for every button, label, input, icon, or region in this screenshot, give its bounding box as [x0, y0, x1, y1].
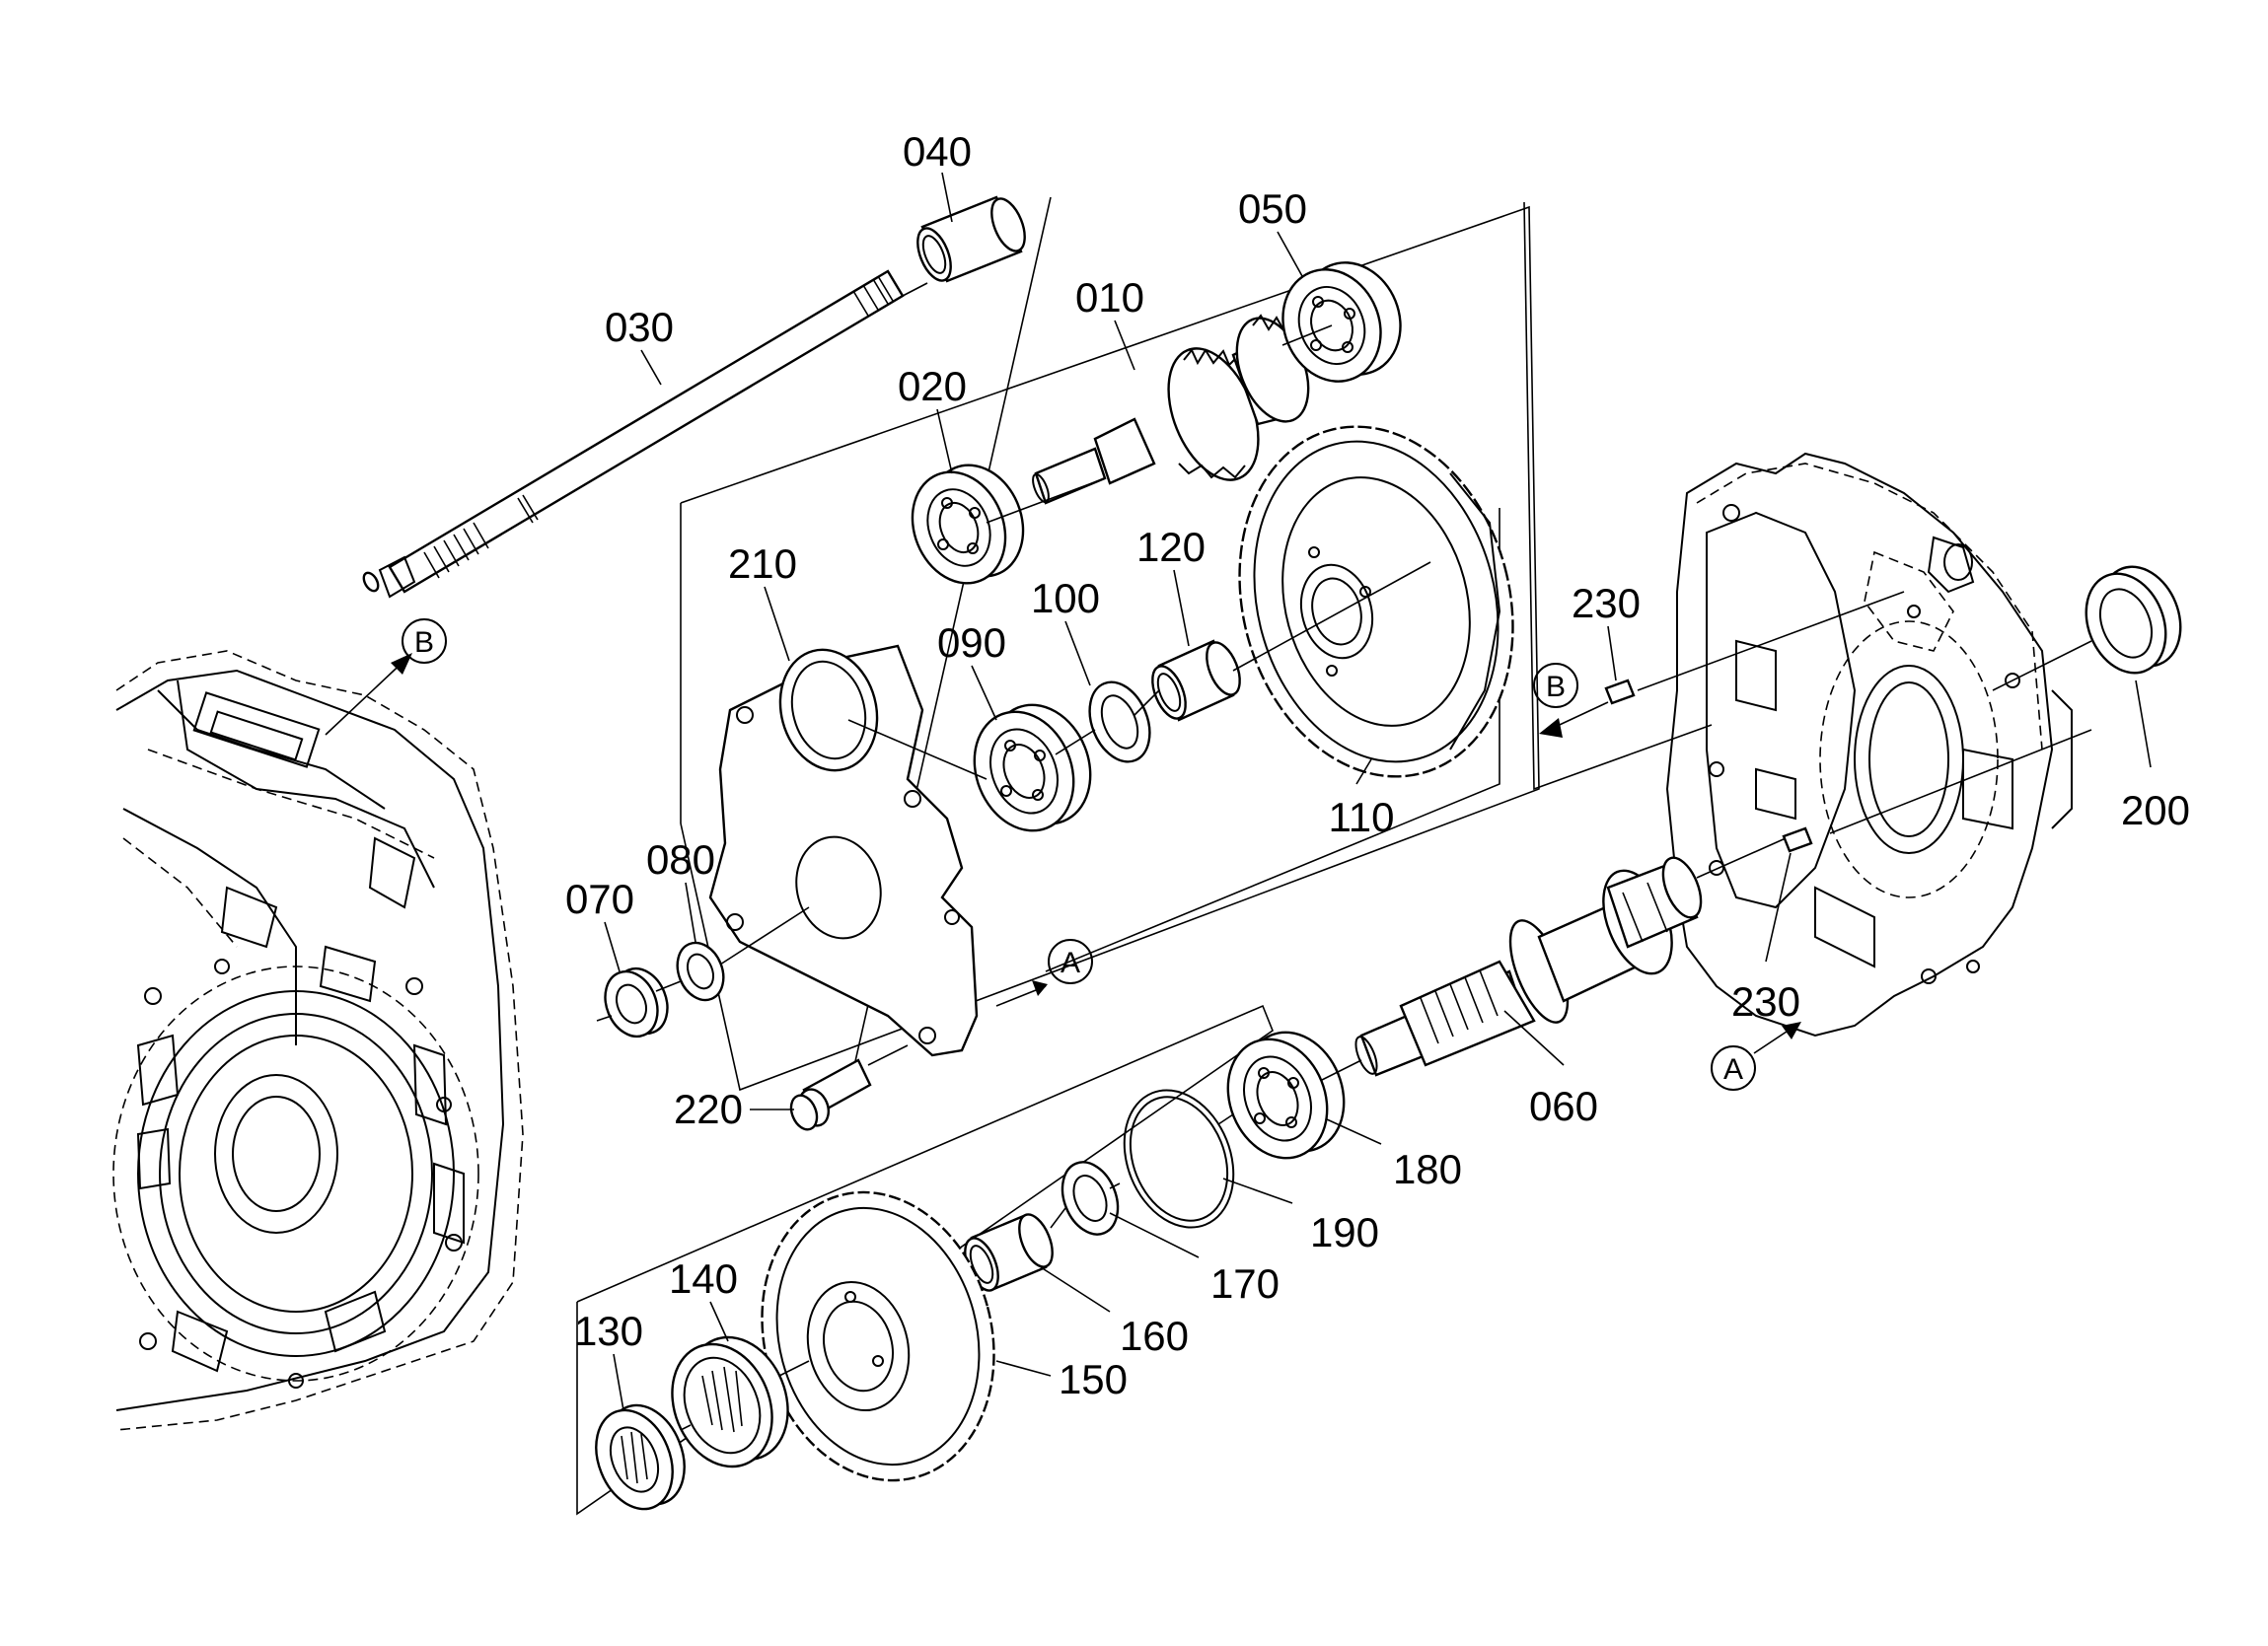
washer-080	[676, 941, 725, 1002]
gear-110	[1238, 425, 1514, 778]
part-label-150: 150	[1059, 1356, 1128, 1402]
label-090: 090	[937, 619, 1006, 721]
bearing-140	[671, 1335, 789, 1468]
label-080: 080	[646, 836, 715, 943]
right-gear-housing	[1665, 452, 2073, 1038]
part-label-210: 210	[728, 540, 797, 587]
bearing-020	[911, 464, 1025, 585]
marker-a-flange-text: A	[1061, 947, 1080, 979]
marker-a-housing-text: A	[1723, 1053, 1743, 1086]
seal-200	[2085, 565, 2182, 675]
part-label-030: 030	[605, 304, 674, 350]
sleeve-120	[1151, 639, 1241, 722]
group-outline-housing	[1523, 201, 1713, 791]
label-180: 180	[1326, 1118, 1462, 1192]
label-110: 110	[1329, 758, 1395, 840]
bearing-090	[973, 703, 1092, 832]
label-190: 190	[1222, 1178, 1379, 1255]
sleeve-040	[916, 195, 1026, 283]
bolt-220	[789, 1058, 872, 1131]
snap-ring-190	[1123, 1089, 1235, 1229]
marker-a-flange: A	[995, 939, 1093, 1007]
part-label-230-lower: 230	[1731, 978, 1800, 1025]
part-label-160: 160	[1120, 1313, 1189, 1359]
label-210: 210	[728, 540, 797, 662]
part-label-230-upper: 230	[1572, 580, 1641, 626]
part-label-050: 050	[1238, 185, 1307, 232]
washer-170	[1061, 1161, 1120, 1236]
sleeve-160	[964, 1213, 1054, 1292]
washer-100	[1088, 680, 1151, 763]
label-170: 170	[1109, 1212, 1280, 1307]
label-140: 140	[669, 1255, 738, 1342]
part-label-200: 200	[2121, 787, 2190, 833]
group-outline-upper	[680, 205, 1540, 1092]
label-030: 030	[605, 304, 674, 386]
axis-lines	[596, 282, 2092, 1431]
part-label-010: 010	[1075, 274, 1144, 321]
part-label-110: 110	[1329, 794, 1395, 840]
marker-b-left-text: B	[414, 626, 434, 659]
label-220: 220	[674, 1086, 794, 1132]
marker-b-left-case: B	[325, 618, 447, 736]
part-label-080: 080	[646, 836, 715, 883]
part-label-140: 140	[669, 1255, 738, 1302]
part-label-020: 020	[898, 363, 967, 409]
label-230-upper: 230	[1572, 580, 1641, 681]
label-120: 120	[1136, 524, 1206, 647]
gear-150	[761, 1190, 995, 1482]
label-150: 150	[995, 1356, 1128, 1402]
group-outline-lower	[576, 1004, 1274, 1516]
dowel-pin-230-lower	[1782, 826, 1813, 853]
marker-b-right-text: B	[1546, 671, 1566, 703]
dowel-pin-230-upper	[1604, 679, 1636, 705]
part-label-090: 090	[937, 619, 1006, 666]
part-label-180: 180	[1393, 1146, 1462, 1192]
part-label-070: 070	[565, 876, 634, 922]
bearing-130	[595, 1403, 686, 1511]
part-label-170: 170	[1210, 1260, 1280, 1307]
label-160: 160	[1040, 1266, 1189, 1359]
label-200: 200	[2121, 680, 2190, 833]
label-230-lower: 230	[1731, 852, 1800, 1025]
left-transmission-case	[112, 650, 524, 1431]
label-070: 070	[565, 876, 634, 972]
part-label-220: 220	[674, 1086, 743, 1132]
bearing-180	[1226, 1031, 1346, 1160]
label-130: 130	[574, 1308, 643, 1411]
part-label-040: 040	[903, 128, 972, 175]
label-020: 020	[898, 363, 967, 474]
bearing-070	[604, 966, 669, 1038]
part-label-190: 190	[1310, 1209, 1379, 1255]
marker-a-housing: A	[1711, 1022, 1801, 1091]
label-040: 040	[903, 128, 972, 223]
part-label-100: 100	[1031, 575, 1100, 621]
label-060: 060	[1503, 1010, 1598, 1129]
label-100: 100	[1031, 575, 1100, 686]
marker-b-right-case: B	[1533, 663, 1609, 738]
flange-plate-210	[708, 644, 979, 1057]
label-050: 050	[1238, 185, 1307, 277]
shaft-060	[1354, 856, 1703, 1077]
part-label-130: 130	[574, 1308, 643, 1354]
part-label-060: 060	[1529, 1083, 1598, 1129]
label-010: 010	[1075, 274, 1144, 371]
part-label-120: 120	[1136, 524, 1206, 570]
